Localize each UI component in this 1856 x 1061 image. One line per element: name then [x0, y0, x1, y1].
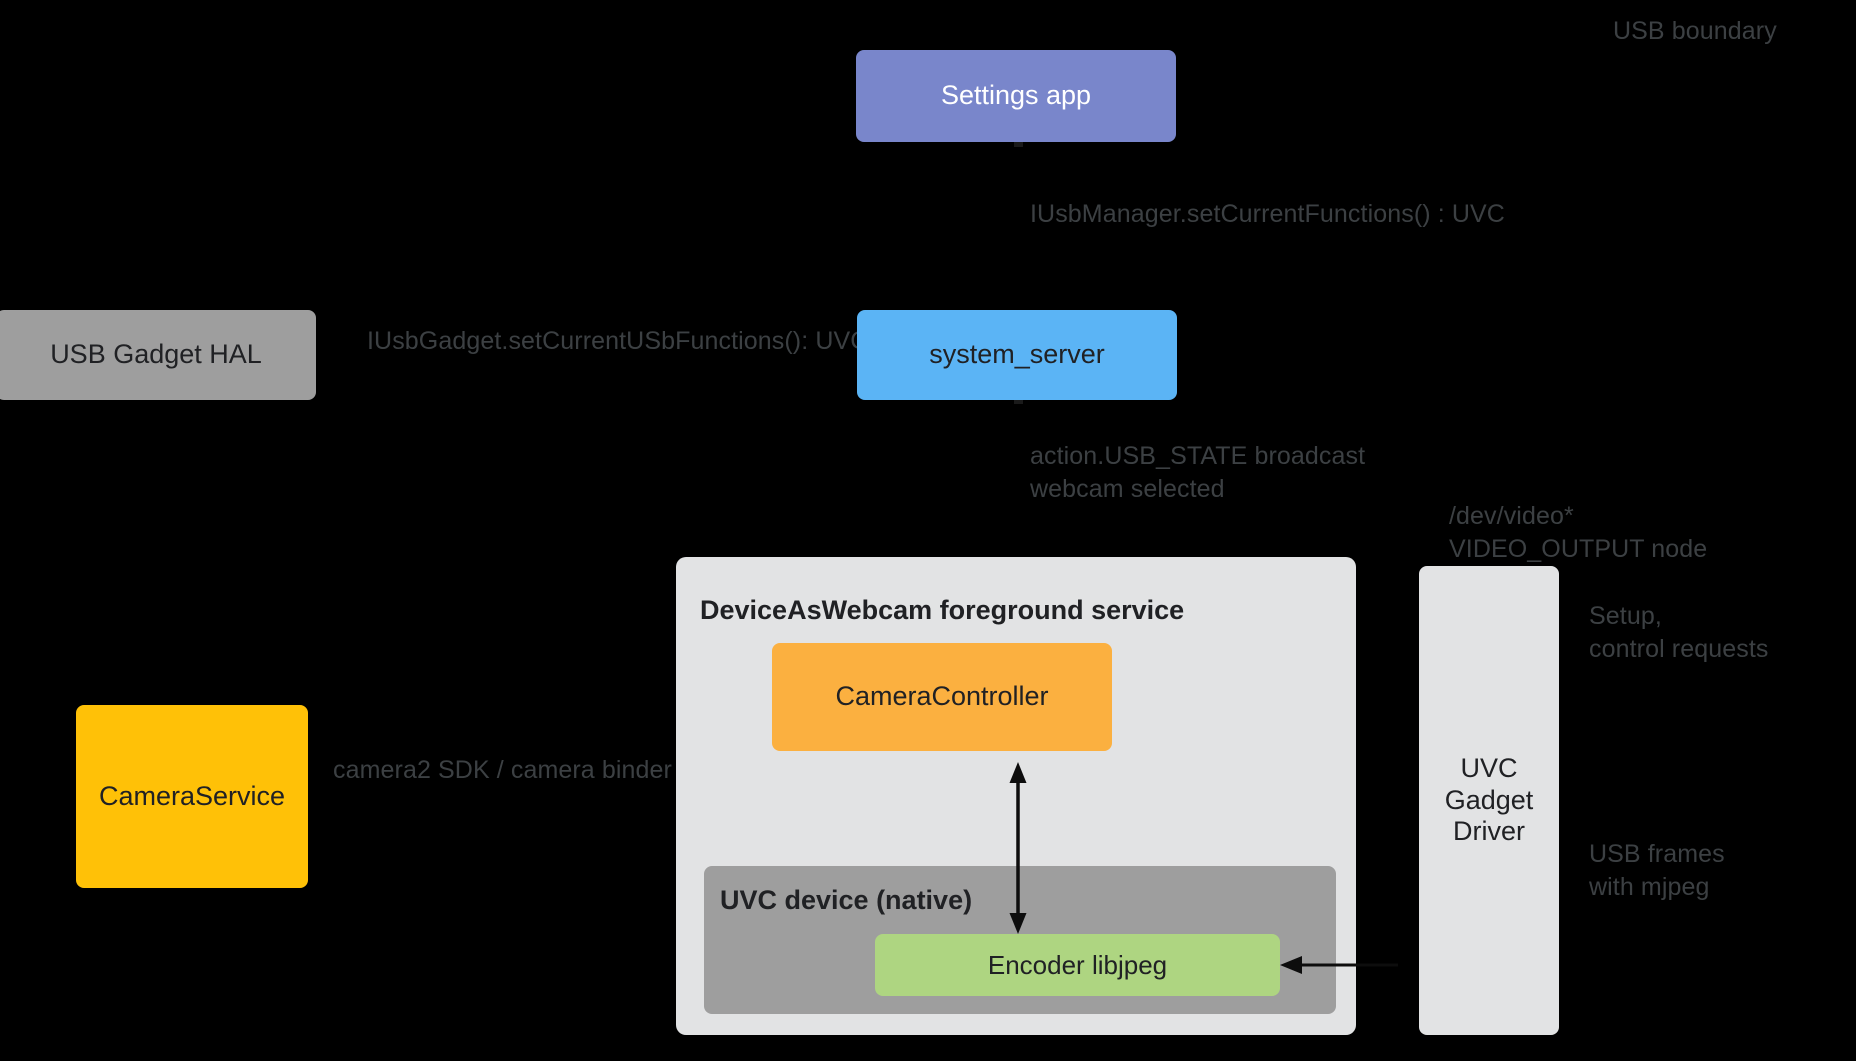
label-iusbgadget-setcurrentusbfunctions: IUsbGadget.setCurrentUSbFunctions(): UVC: [367, 327, 869, 355]
node-settings-app-label: Settings app: [940, 80, 1092, 111]
node-encoder-libjpeg-label: Encoder libjpeg: [987, 949, 1168, 980]
label-iusbmanager-setcurrentfunctions: IUsbManager.setCurrentFunctions() : UVC: [1030, 200, 1505, 228]
connector-stub-settings-app-bottom: [1014, 140, 1023, 147]
connector-stub-system-server-bottom: [1014, 397, 1023, 404]
node-camera-controller-label: CameraController: [835, 681, 1049, 712]
node-system-server-label: system_server: [929, 339, 1105, 370]
arrow-camera-buffers: [1009, 762, 1027, 934]
node-camera-service[interactable]: CameraService: [76, 705, 308, 888]
node-uvc-gadget-driver-label: UVC Gadget Driver: [1444, 752, 1534, 847]
node-camera-controller[interactable]: CameraController: [772, 643, 1112, 751]
label-dev-video-node: /dev/video* VIDEO_OUTPUT node: [1449, 502, 1708, 563]
label-camera2-sdk-binder: camera2 SDK / camera binder: [333, 756, 672, 784]
label-usb-frames-mjpeg: USB frames with mjpeg: [1589, 840, 1725, 901]
node-settings-app[interactable]: Settings app: [856, 50, 1176, 142]
label-usb-boundary: USB boundary: [1613, 17, 1777, 45]
node-uvc-gadget-driver[interactable]: UVC Gadget Driver: [1419, 566, 1559, 1035]
label-setup-control-requests: Setup, control requests: [1589, 602, 1769, 663]
node-uvc-device-native-title: UVC device (native): [720, 885, 973, 915]
label-usb-state-broadcast: action.USB_STATE broadcast webcam select…: [1030, 442, 1366, 503]
node-encoder-libjpeg[interactable]: Encoder libjpeg: [875, 934, 1280, 996]
node-deviceaswebcam-foreground-service-title: DeviceAsWebcam foreground service: [700, 595, 1185, 625]
node-system-server[interactable]: system_server: [857, 310, 1177, 400]
node-usb-gadget-hal-label: USB Gadget HAL: [50, 339, 262, 370]
arrow-usb-frames-into-encoder: [1280, 956, 1398, 974]
node-camera-service-label: CameraService: [98, 780, 286, 811]
node-usb-gadget-hal[interactable]: USB Gadget HAL: [0, 310, 316, 400]
